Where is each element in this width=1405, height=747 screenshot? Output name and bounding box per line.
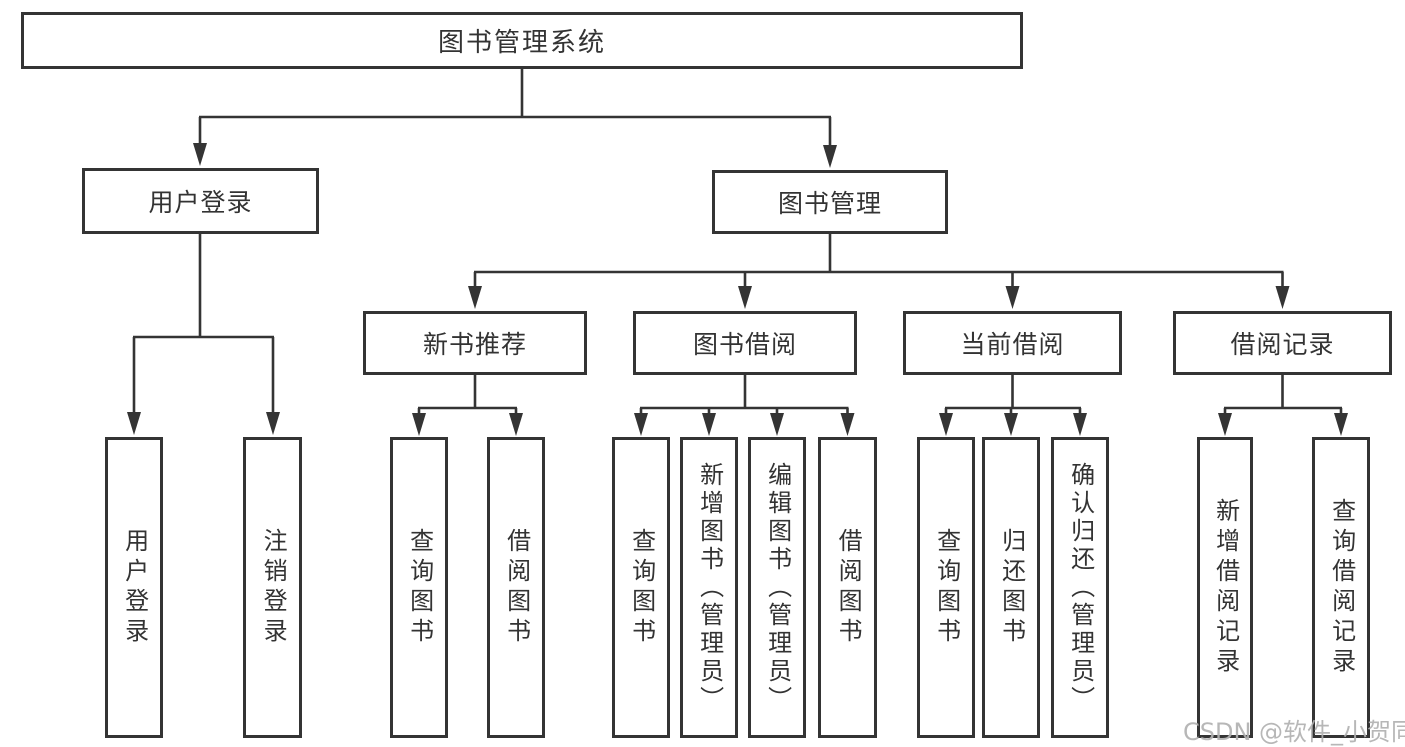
leaf-records-query-record: 查询借阅记录 [1312, 437, 1370, 738]
leaf-logout: 注销登录 [243, 437, 302, 738]
leaf-borrow-edit-book-admin-label: 编辑图书（管理员） [763, 461, 792, 714]
leaf-user-login-label: 用户登录 [120, 527, 149, 648]
leaf-borrow-add-book-admin-label: 新增图书（管理员） [695, 461, 724, 714]
leaf-current-return-book: 归还图书 [982, 437, 1040, 738]
leaf-borrow-add-book-admin: 新增图书（管理员） [680, 437, 738, 738]
leaf-current-return-book-label: 归还图书 [997, 527, 1026, 648]
leaf-current-query-book: 查询图书 [917, 437, 975, 738]
leaf-current-query-book-label: 查询图书 [932, 527, 961, 648]
leaf-borrow-borrow-book-label: 借阅图书 [834, 527, 863, 648]
leaf-records-query-record-label: 查询借阅记录 [1327, 497, 1356, 678]
leaf-current-confirm-return-admin: 确认归还（管理员） [1051, 437, 1109, 738]
leaf-newbook-query-book-label: 查询图书 [405, 527, 434, 648]
leaf-newbook-query-book: 查询图书 [390, 437, 448, 738]
node-book-borrow: 图书借阅 [633, 311, 857, 375]
leaf-borrow-query-book-label: 查询图书 [627, 527, 656, 648]
leaf-records-add-record-label: 新增借阅记录 [1211, 497, 1240, 678]
node-root-library-system: 图书管理系统 [21, 12, 1023, 69]
leaf-borrow-borrow-book: 借阅图书 [818, 437, 877, 738]
leaf-logout-label: 注销登录 [259, 527, 288, 648]
leaf-borrow-query-book: 查询图书 [612, 437, 670, 738]
node-new-book-recommend: 新书推荐 [363, 311, 587, 375]
watermark: CSDN @软件_小贺同学 [1183, 718, 1405, 746]
leaf-user-login: 用户登录 [105, 437, 163, 738]
leaf-records-add-record: 新增借阅记录 [1197, 437, 1253, 738]
leaf-borrow-edit-book-admin: 编辑图书（管理员） [748, 437, 806, 738]
node-user-login: 用户登录 [82, 168, 319, 234]
leaf-newbook-borrow-book-label: 借阅图书 [502, 527, 531, 648]
leaf-current-confirm-return-admin-label: 确认归还（管理员） [1066, 461, 1095, 714]
node-book-management: 图书管理 [712, 170, 948, 234]
leaf-newbook-borrow-book: 借阅图书 [487, 437, 545, 738]
node-current-borrow: 当前借阅 [903, 311, 1122, 375]
node-borrow-records: 借阅记录 [1173, 311, 1392, 375]
